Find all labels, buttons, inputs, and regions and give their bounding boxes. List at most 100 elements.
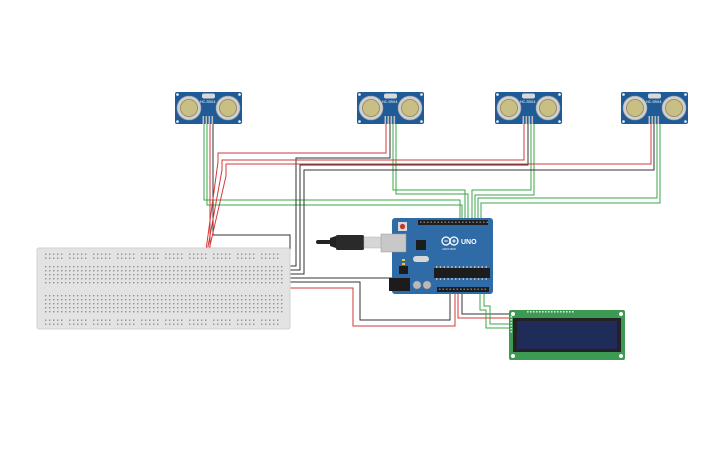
mount-hole xyxy=(238,93,241,96)
sensor-pin xyxy=(648,116,651,124)
wire-black xyxy=(286,124,391,267)
capacitor xyxy=(412,280,422,290)
transducer-mesh xyxy=(626,99,644,117)
mount-hole xyxy=(511,354,515,358)
sensor-pin xyxy=(657,116,660,124)
sensor-pin xyxy=(390,116,393,124)
arduino-logo-icon xyxy=(441,236,459,246)
crystal xyxy=(413,256,429,262)
mount-hole xyxy=(684,93,687,96)
voltage-regulator xyxy=(399,266,408,274)
mount-hole xyxy=(558,93,561,96)
led-indicator xyxy=(402,263,405,265)
usb-jack xyxy=(380,233,407,253)
crystal xyxy=(522,93,535,99)
sensor-pin xyxy=(211,116,214,124)
breadboard-holes xyxy=(45,253,283,325)
ultrasonic-sensor: HC-SR04 xyxy=(621,92,688,124)
ultrasonic-sensor: HC-SR04 xyxy=(175,92,242,124)
sensor-pin xyxy=(522,116,525,124)
usb-plug-body xyxy=(336,235,364,250)
sensor-model-label: HC-SR04 xyxy=(646,100,662,104)
mount-hole xyxy=(176,120,179,123)
mount-hole xyxy=(358,120,361,123)
mount-hole xyxy=(420,120,423,123)
wire-black xyxy=(286,124,655,275)
wire-red xyxy=(202,124,525,275)
ultrasonic-sensor: HC-SR04 xyxy=(495,92,562,124)
transducer-mesh xyxy=(500,99,518,117)
mount-hole xyxy=(619,354,623,358)
sensor-pin xyxy=(208,116,211,124)
wire-green xyxy=(474,124,535,222)
reset-button-cap[interactable] xyxy=(399,223,406,230)
brand-label: ARDUINO xyxy=(442,247,457,251)
sensor-pin xyxy=(654,116,657,124)
wires xyxy=(202,124,661,329)
sensor-model-label: HC-SR04 xyxy=(382,100,398,104)
sensor-pin xyxy=(205,116,208,124)
wire-black xyxy=(286,124,529,271)
wire-green xyxy=(203,124,461,222)
usb-cable xyxy=(316,235,383,250)
lcd-pin-header xyxy=(510,311,574,333)
atmega-chip xyxy=(434,268,490,278)
usb-plug-metal xyxy=(363,236,383,249)
mount-hole xyxy=(358,93,361,96)
crystal xyxy=(384,93,397,99)
mount-hole xyxy=(420,93,423,96)
wire-green xyxy=(479,292,512,329)
mount-hole xyxy=(684,120,687,123)
sensor-pin xyxy=(384,116,387,124)
wire-red xyxy=(202,124,387,273)
crystal xyxy=(202,93,215,99)
sensor-pin xyxy=(525,116,528,124)
board-model-label: UNO xyxy=(461,239,477,246)
mount-hole xyxy=(558,120,561,123)
sensor-model-label: HC-SR04 xyxy=(200,100,216,104)
wire-green xyxy=(480,124,661,222)
wire-green xyxy=(477,124,658,222)
power-jack xyxy=(389,278,410,291)
transducer-mesh xyxy=(539,99,557,117)
transducer-mesh xyxy=(362,99,380,117)
wire-green xyxy=(392,124,466,222)
capacitor xyxy=(422,280,432,290)
sensor-pin xyxy=(387,116,390,124)
transducer-mesh xyxy=(665,99,683,117)
led-indicator xyxy=(402,259,405,261)
ultrasonic-sensor: HC-SR04 xyxy=(357,92,424,124)
sensor-pin xyxy=(651,116,654,124)
usb-strain-relief xyxy=(330,236,336,248)
wire-green xyxy=(395,124,469,222)
arduino-bottom-header xyxy=(437,287,489,292)
breadboard-body xyxy=(36,247,291,330)
sensor-pin xyxy=(531,116,534,124)
sensor-pin xyxy=(393,116,396,124)
sensor-model-label: HC-SR04 xyxy=(520,100,536,104)
mount-hole xyxy=(622,93,625,96)
arduino-uno: UNO ARDUINO xyxy=(380,218,493,294)
arduino-top-pins xyxy=(420,221,488,223)
transducer-mesh xyxy=(401,99,419,117)
sensors: HC-SR04 HC-SR04 HC-SR04 HC-SR04 xyxy=(175,92,688,124)
mount-hole xyxy=(511,312,515,316)
wire-green xyxy=(471,124,532,222)
usb-chip xyxy=(416,240,426,250)
wire-black xyxy=(212,124,291,263)
atmega-chip-legs xyxy=(436,266,487,280)
transducer-mesh xyxy=(180,99,198,117)
wire-red xyxy=(202,124,652,277)
lcd-screen xyxy=(517,321,617,349)
sensor-pin xyxy=(528,116,531,124)
wire-green xyxy=(483,292,512,325)
mount-hole xyxy=(176,93,179,96)
wire-green xyxy=(206,124,463,222)
sensor-pin xyxy=(202,116,205,124)
mount-hole xyxy=(496,120,499,123)
wire-red xyxy=(457,292,512,319)
lcd-display xyxy=(509,310,625,360)
breadboard xyxy=(36,247,291,330)
arduino-bottom-pins xyxy=(439,288,486,290)
